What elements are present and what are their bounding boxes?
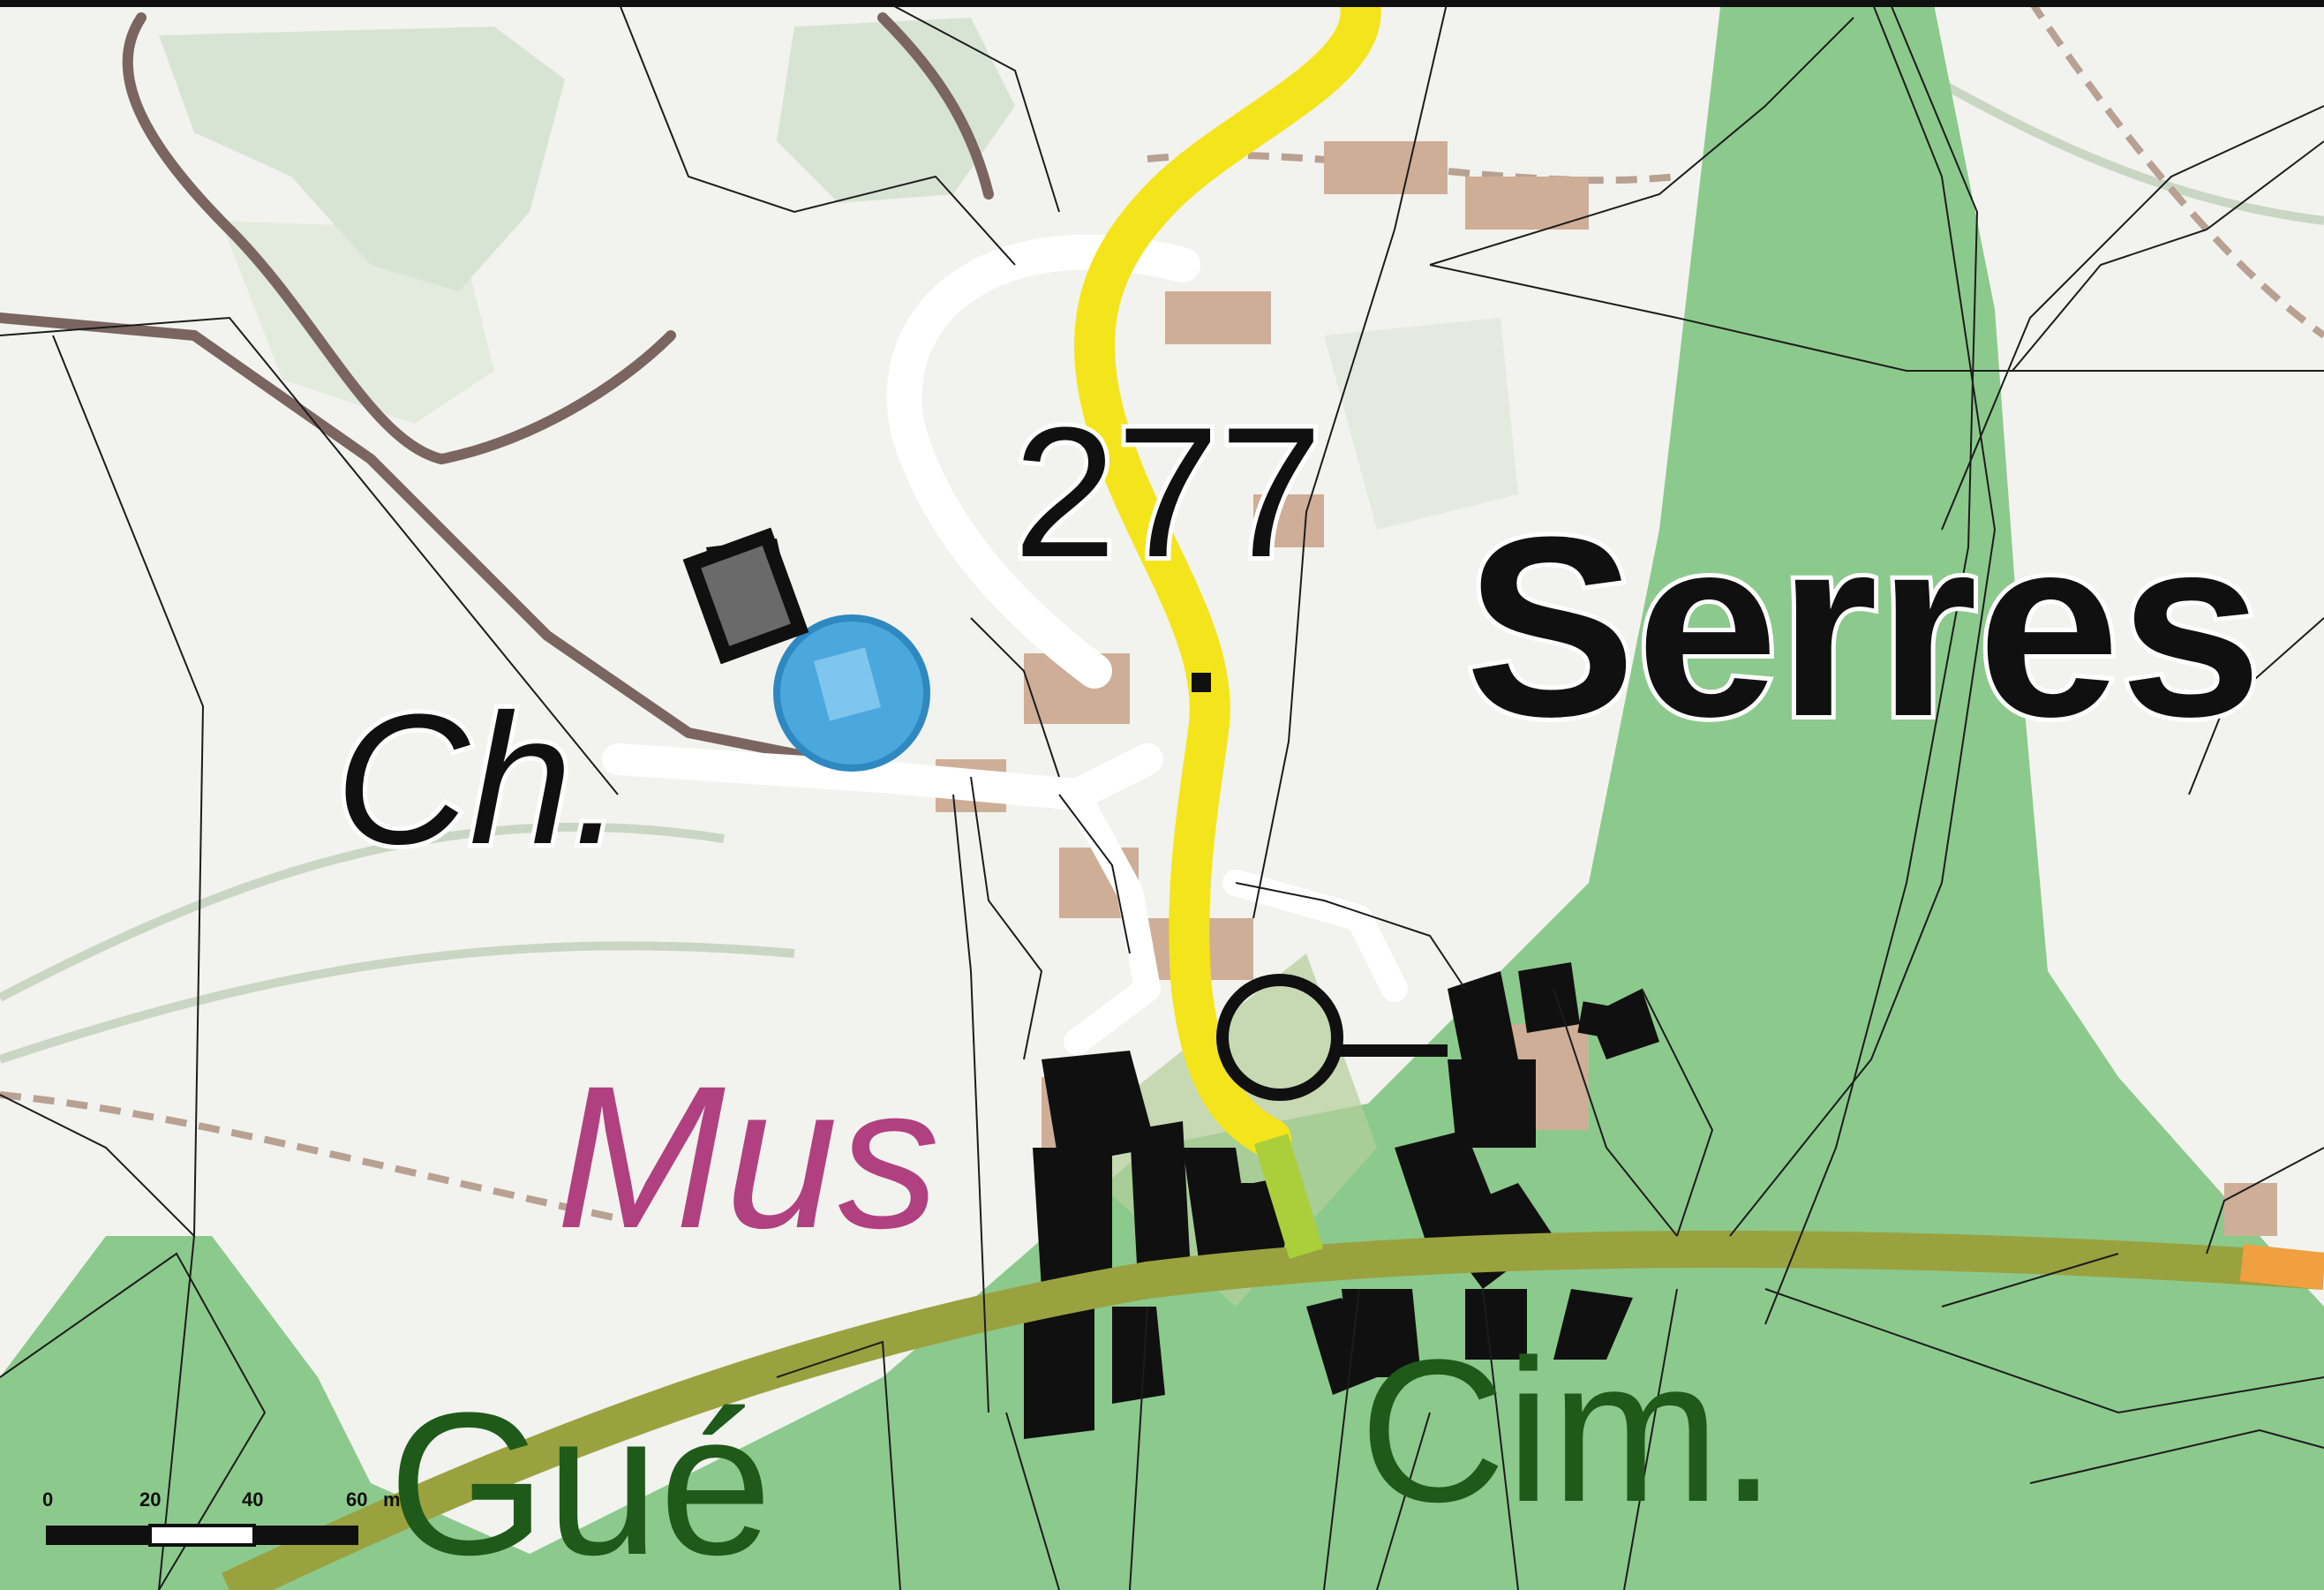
main-road-olive xyxy=(222,1231,2324,1590)
chapel-icon xyxy=(682,527,809,665)
museum-label: Mus xyxy=(556,1044,940,1270)
road-link-lime xyxy=(1253,1134,1324,1259)
scale-tick-40: 40 xyxy=(242,1488,263,1511)
scale-tick-20: 20 xyxy=(139,1488,161,1511)
secondary-road-yellow xyxy=(1074,0,1381,1159)
scale-unit: m xyxy=(383,1488,401,1511)
hamlet-label: Serres xyxy=(1465,484,2262,770)
cemetery-label: Cim. xyxy=(1359,1317,1777,1544)
scale-tick-0: 0 xyxy=(42,1488,53,1511)
main-road-orange-end xyxy=(2239,1244,2324,1290)
chapel-label: Ch. xyxy=(335,675,624,883)
terrain-patches xyxy=(159,18,1518,530)
road-white xyxy=(602,234,1408,1055)
scale-tick-60: 60 xyxy=(346,1488,367,1511)
circle-symbol-icon xyxy=(1216,974,1448,1101)
elevation-label: 277 xyxy=(1013,388,1322,596)
fountain-icon xyxy=(773,614,930,772)
ford-label: Gué xyxy=(388,1370,772,1590)
scale-bar: 0 20 40 60 m xyxy=(42,1488,401,1547)
map-frame-top xyxy=(0,0,2324,7)
road-marker xyxy=(1192,673,1211,692)
